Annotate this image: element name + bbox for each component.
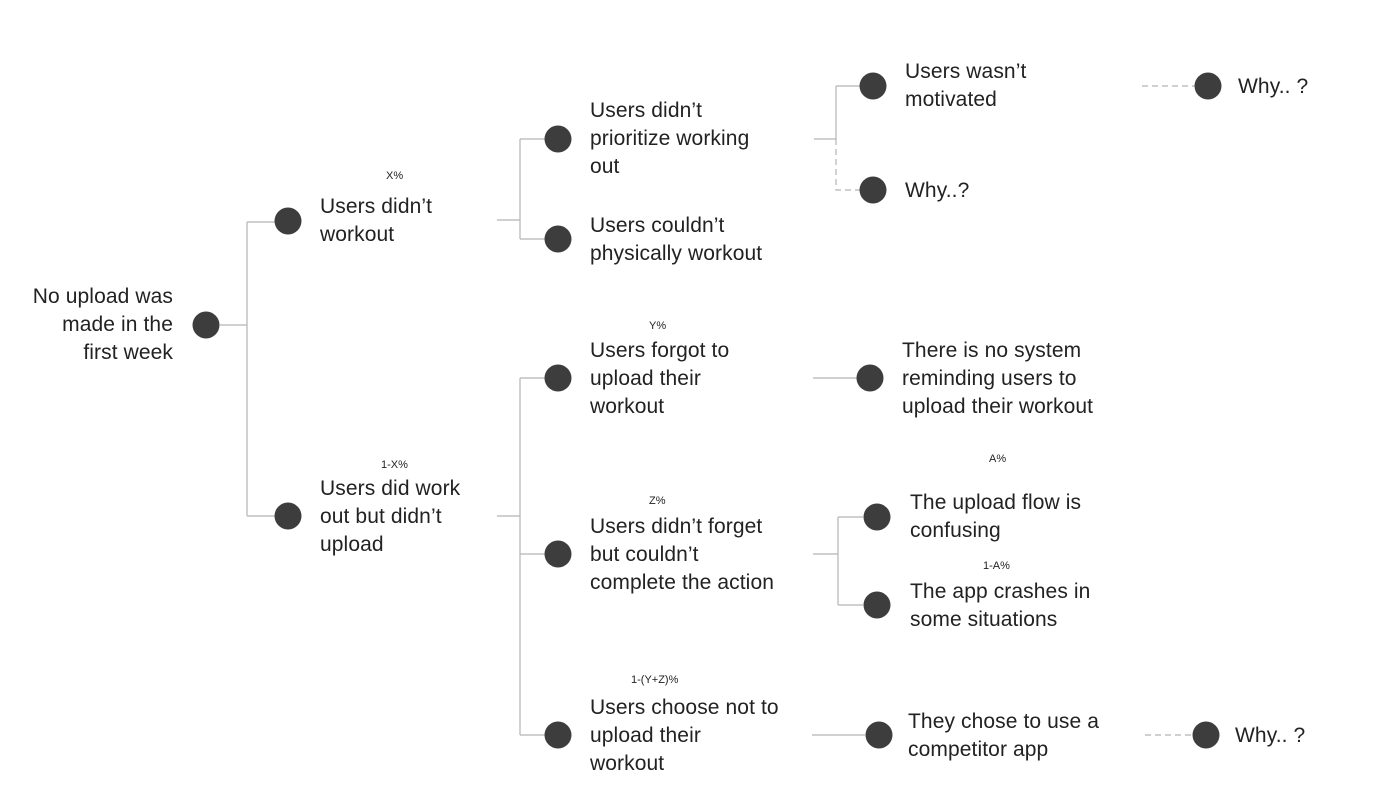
pct-label-l2-3: Z% [649,495,666,507]
node-dot-l2-3 [544,540,572,568]
node-dot-l4-1 [1192,721,1220,749]
pct-label-l2-4: 1-(Y+Z)% [631,674,679,686]
edge-l2-3-to-l3 [813,516,863,606]
node-label-root: No upload was made in the first week [32,285,173,364]
node-label-l4-0: Why.. ? [1238,75,1309,98]
node-label-l3-1: Why..? [905,179,970,202]
node-dot-l1-0 [274,207,302,235]
node-label-l2-4: Users choose not to upload their workout [590,696,779,775]
node-dot-l3-1 [859,176,887,204]
node-label-l2-2: Users forgot to upload their workout [590,339,730,418]
node-dot-l2-1 [544,225,572,253]
edge-l2-0-to-l3-0 [814,85,860,140]
node-dot-l4-0 [1194,72,1222,100]
node-dot-l3-0 [859,72,887,100]
node-dot-l3-3 [863,503,891,531]
node-label-l1-1: Users did work out but didn’t upload [320,477,461,556]
node-label-l2-1: Users couldn’t physically workout [590,214,763,265]
pct-label-l2-2: Y% [649,320,667,332]
tree-edges [220,85,1195,736]
node-dot-l2-0 [544,125,572,153]
tree-nodes [192,72,1222,749]
node-label-l3-2: There is no system reminding users to up… [902,339,1094,418]
pct-label-l1-1: 1-X% [381,459,408,471]
pct-label-l3-4: 1-A% [983,560,1010,572]
node-label-l2-3: Users didn’t forget but couldn’t complet… [590,515,775,594]
node-dot-l3-5 [865,721,893,749]
node-dot-l2-4 [544,721,572,749]
node-label-l3-5: They chose to use a competitor app [908,710,1100,761]
pct-label-l3-3: A% [989,453,1007,465]
node-label-l1-0: Users didn’t workout [320,195,433,246]
pct-label-l1-0: X% [386,170,404,182]
edge-root-to-l1 [220,221,276,517]
node-dot-l2-2 [544,364,572,392]
node-dot-root [192,311,220,339]
node-label-l4-1: Why.. ? [1235,724,1306,747]
node-label-l2-0: Users didn’t prioritize working out [590,99,750,178]
node-label-l3-3: The upload flow is confusing [910,491,1082,542]
edge-l1-1-to-l2 [497,377,545,736]
edge-l2-0-to-l3-1-dashed [835,139,860,191]
node-dot-l1-1 [274,502,302,530]
node-dot-l3-4 [863,591,891,619]
node-dot-l3-2 [856,364,884,392]
node-label-l3-0: Users wasn’t motivated [905,60,1027,111]
edge-l1-0-to-l2 [497,138,545,240]
node-label-l3-4: The app crashes in some situations [910,580,1091,631]
